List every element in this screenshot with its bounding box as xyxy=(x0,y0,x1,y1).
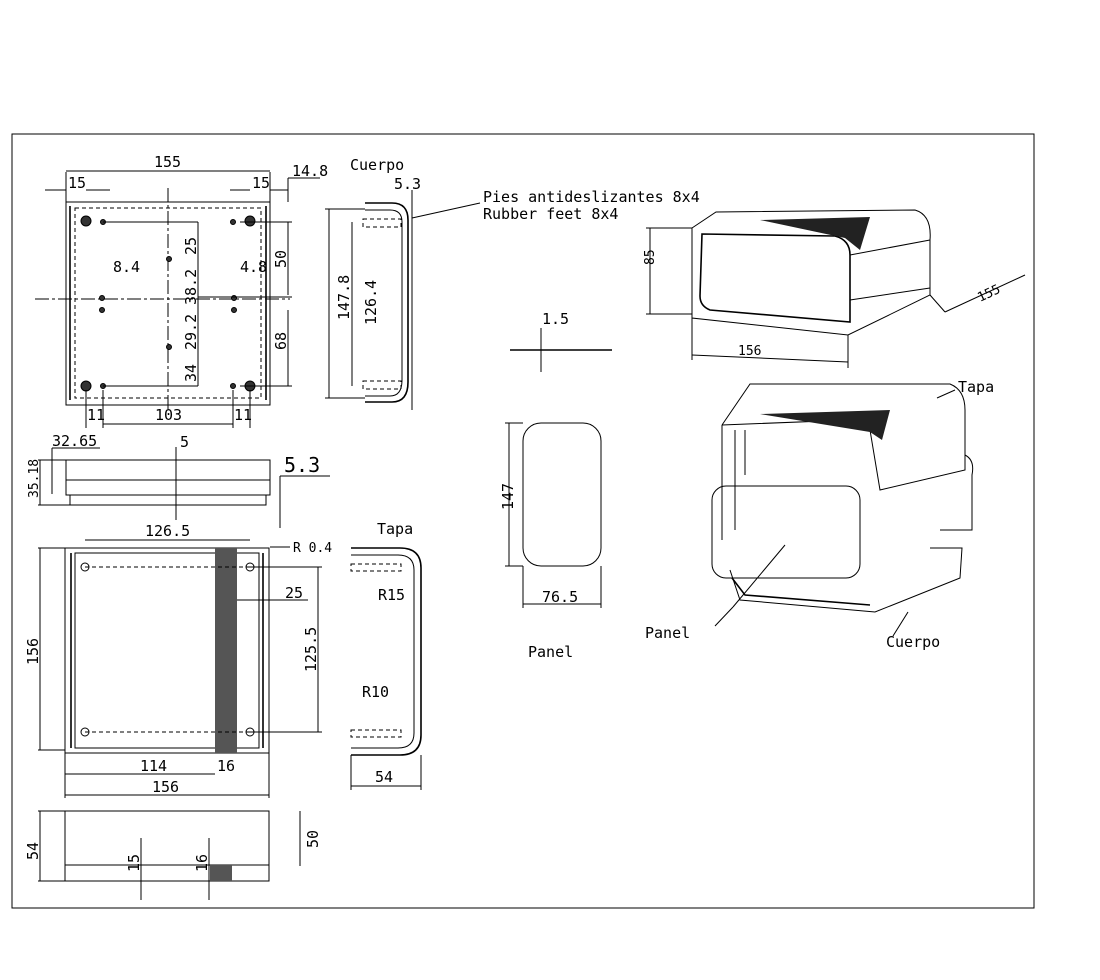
dim-r10: R10 xyxy=(362,683,389,701)
dim-32-65: 32.65 xyxy=(52,432,97,450)
dim-156-h: 156 xyxy=(152,778,179,796)
drawing-frame xyxy=(11,133,1035,909)
dim-76-5: 76.5 xyxy=(542,588,578,606)
dim-38-2: 38.2 xyxy=(182,269,200,305)
dim-r-0-4: R 0.4 xyxy=(293,541,332,556)
dim-54-lid: 54 xyxy=(24,842,42,860)
tapa-title: Tapa xyxy=(377,520,413,538)
panel-view: 1.5 147 76.5 Panel xyxy=(499,310,612,661)
dim-35-18: 35.18 xyxy=(27,459,42,498)
feet-note-es: Pies antideslizantes 8x4 xyxy=(483,188,700,206)
dim-4-8: 4.8 xyxy=(240,258,267,276)
dim-34: 34 xyxy=(182,364,200,382)
dim-156-v: 156 xyxy=(24,638,42,665)
dim-15-right: 15 xyxy=(252,174,270,192)
dim-r15: R15 xyxy=(378,586,405,604)
dim-29-2: 29.2 xyxy=(182,314,200,350)
cuerpo-title: Cuerpo xyxy=(350,156,404,174)
top-view: 155 15 15 14.8 8.4 4.8 25 38.2 29.2 34 5… xyxy=(35,153,328,428)
dim-11-right: 11 xyxy=(234,406,252,424)
dim-1-5: 1.5 xyxy=(542,310,569,328)
panel-title: Panel xyxy=(528,643,573,661)
dim-5-3: 5.3 xyxy=(284,453,320,477)
dim-25-lid: 25 xyxy=(285,584,303,602)
dim-5-3-top: 5.3 xyxy=(394,175,421,193)
dim-16-lid: 16 xyxy=(193,854,211,872)
dim-11-left: 11 xyxy=(87,406,105,424)
iso-cuerpo-label: Cuerpo xyxy=(886,633,940,651)
tapa-side-view: Tapa R15 R10 54 xyxy=(350,520,422,790)
dim-147: 147 xyxy=(499,483,517,510)
dim-85: 85 xyxy=(643,249,658,265)
dim-155: 155 xyxy=(154,153,181,171)
dim-156-iso: 156 xyxy=(738,344,761,359)
dim-114: 114 xyxy=(140,757,167,775)
front-view: 32.65 5 35.18 5.3 xyxy=(27,432,330,528)
dim-8-4: 8.4 xyxy=(113,258,140,276)
iso-exploded: Tapa Panel Cuerpo xyxy=(645,378,994,651)
dim-125-5: 125.5 xyxy=(302,627,320,672)
dim-68: 68 xyxy=(272,332,290,350)
dim-50: 50 xyxy=(272,250,290,268)
lid-top-view: 126.5 R 0.4 25 125.5 156 114 16 156 xyxy=(24,522,332,798)
lid-front-view: 54 50 15 16 xyxy=(24,810,322,900)
dim-50-lid: 50 xyxy=(304,830,322,848)
dim-25: 25 xyxy=(182,237,200,255)
dim-5: 5 xyxy=(180,433,189,451)
dim-155-iso: 155 xyxy=(975,282,1003,306)
dim-16: 16 xyxy=(217,757,235,775)
feet-note-en: Rubber feet 8x4 xyxy=(483,205,618,223)
iso-panel-label: Panel xyxy=(645,624,690,642)
dim-103: 103 xyxy=(155,406,182,424)
dim-15-lid: 15 xyxy=(125,854,143,872)
dim-147-8: 147.8 xyxy=(335,275,353,320)
iso-assembled: 85 155 156 xyxy=(643,209,1026,368)
dim-126-5: 126.5 xyxy=(145,522,190,540)
dim-54-tapa: 54 xyxy=(375,768,393,786)
dim-14-8: 14.8 xyxy=(292,162,328,180)
iso-tapa-label: Tapa xyxy=(958,378,994,396)
cuerpo-side-view: Cuerpo 5.3 147.8 126.4 Pies antideslizan… xyxy=(325,156,700,410)
dim-126-4: 126.4 xyxy=(362,280,380,325)
dim-15-left: 15 xyxy=(68,174,86,192)
